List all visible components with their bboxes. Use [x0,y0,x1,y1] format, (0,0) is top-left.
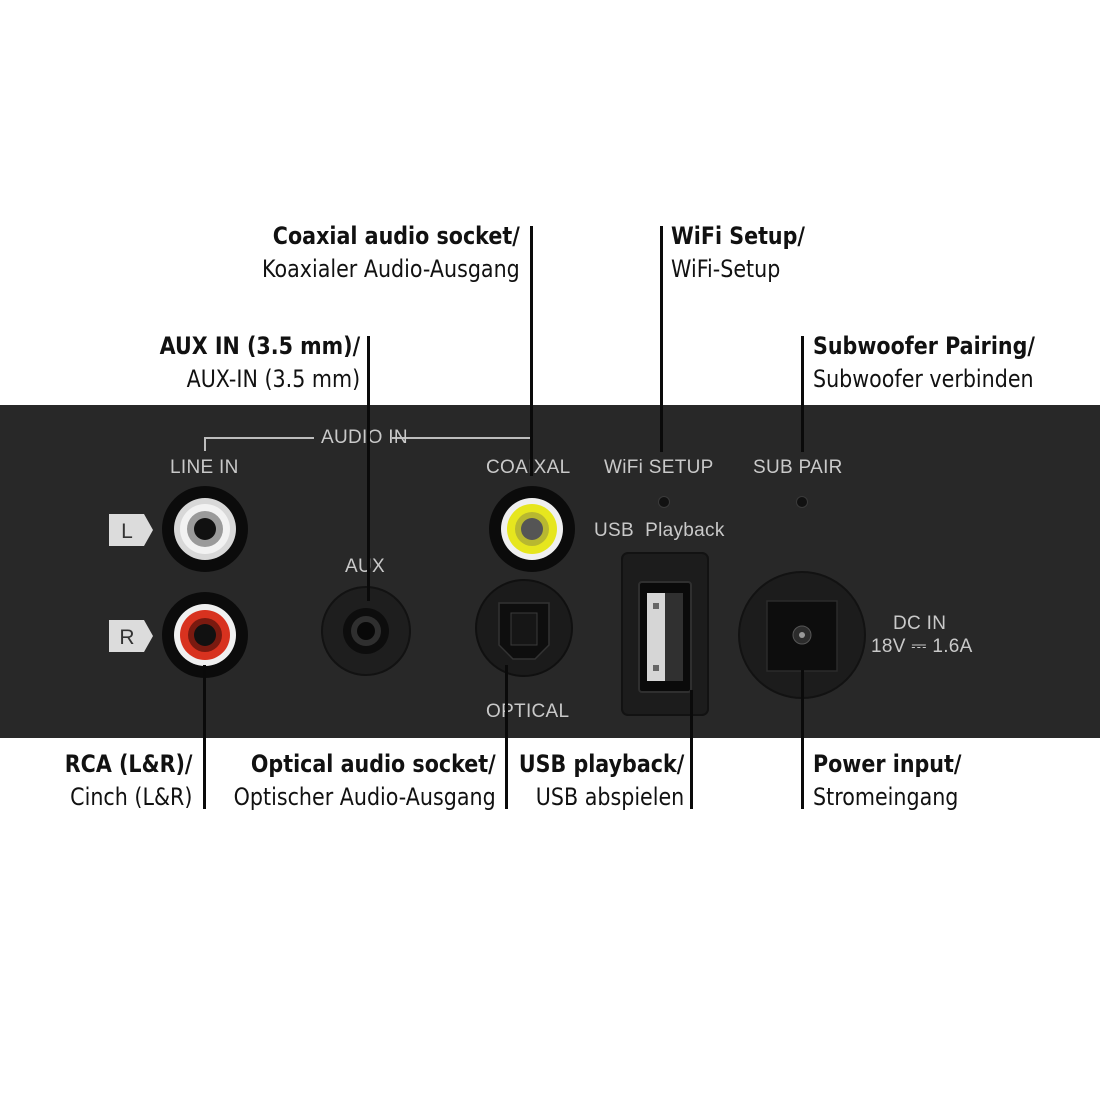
sub-pair-label: SUB PAIR [753,457,843,478]
callout-wifi-title: WiFi Setup/ [671,222,805,250]
callout-aux-title: AUX IN (3.5 mm)/ [159,332,360,360]
power-leader-line [801,670,804,809]
aux-socket[interactable] [321,586,411,676]
callout-optical-subtitle: Optischer Audio-Ausgang [233,783,496,811]
callout-optical-title: Optical audio socket/ [251,750,496,778]
coaxial-leader-line [530,226,533,476]
rca-right-socket[interactable] [162,592,248,678]
audio-in-bracket-left [204,437,314,439]
optical-socket[interactable] [475,579,573,677]
usb-leader-line [690,690,693,809]
line-in-label: LINE IN [170,457,239,478]
dc-in-label: DC IN [893,613,947,634]
sub-pair-led [797,497,807,507]
sockets: L R [109,486,866,716]
audio-in-bracket-left-tick [204,437,206,451]
callout-coaxial-subtitle: Koaxialer Audio-Ausgang [262,255,520,283]
callout-subwoofer-subtitle: Subwoofer verbinden [813,365,1034,393]
wifi-setup-led [659,497,669,507]
wifi-leader-line [660,226,663,452]
callout-rca-title: RCA (L&R)/ [64,750,192,778]
right-channel-tag-text: R [119,626,134,649]
callout-usb: USB playback/ USB abspielen [519,748,684,814]
callout-power: Power input/ Stromeingang [813,748,961,814]
coaxial-socket[interactable] [489,486,575,572]
aux-label: AUX [345,556,385,577]
callout-coaxial-title: Coaxial audio socket/ [273,222,520,250]
coaixal-label: COAIXAL [486,457,571,478]
callout-rca-subtitle: Cinch (L&R) [69,783,192,811]
dc-power-socket[interactable] [738,571,866,699]
callout-coaxial: Coaxial audio socket/ Koaxialer Audio-Au… [262,220,520,286]
callout-power-subtitle: Stromeingang [813,783,959,811]
callout-subwoofer-title: Subwoofer Pairing/ [813,332,1035,360]
callout-rca: RCA (L&R)/ Cinch (L&R) [64,748,192,814]
usb-playback-label: USB Playback [594,520,725,541]
left-channel-tag: L [109,514,153,546]
callout-subwoofer: Subwoofer Pairing/ Subwoofer verbinden [813,330,1035,396]
callout-power-title: Power input/ [813,750,962,778]
callout-wifi-subtitle: WiFi-Setup [671,255,781,283]
callout-usb-title: USB playback/ [518,750,684,778]
dc-rating-label: 18V ⎓ 1.6A [871,636,973,657]
callout-wifi: WiFi Setup/ WiFi-Setup [671,220,805,286]
audio-in-label: AUDIO IN [321,427,408,448]
rca-leader-line [203,665,206,809]
device-back-panel: AUDIO IN LINE IN COAIXAL WiFi SETUP SUB … [0,405,1100,738]
callout-usb-subtitle: USB abspielen [535,783,684,811]
callout-aux: AUX IN (3.5 mm)/ AUX-IN (3.5 mm) [159,330,360,396]
subwoofer-leader-line [801,336,804,452]
wifi-setup-label: WiFi SETUP [604,457,714,478]
optical-leader-line [505,665,508,809]
audio-in-bracket-right [392,437,532,439]
left-channel-tag-text: L [121,520,133,543]
rca-left-socket[interactable] [162,486,248,572]
right-channel-tag: R [109,620,153,652]
callout-aux-subtitle: AUX-IN (3.5 mm) [186,365,360,393]
usb-socket[interactable] [621,552,709,716]
aux-leader-line [367,336,370,601]
callout-optical: Optical audio socket/ Optischer Audio-Au… [234,748,496,814]
